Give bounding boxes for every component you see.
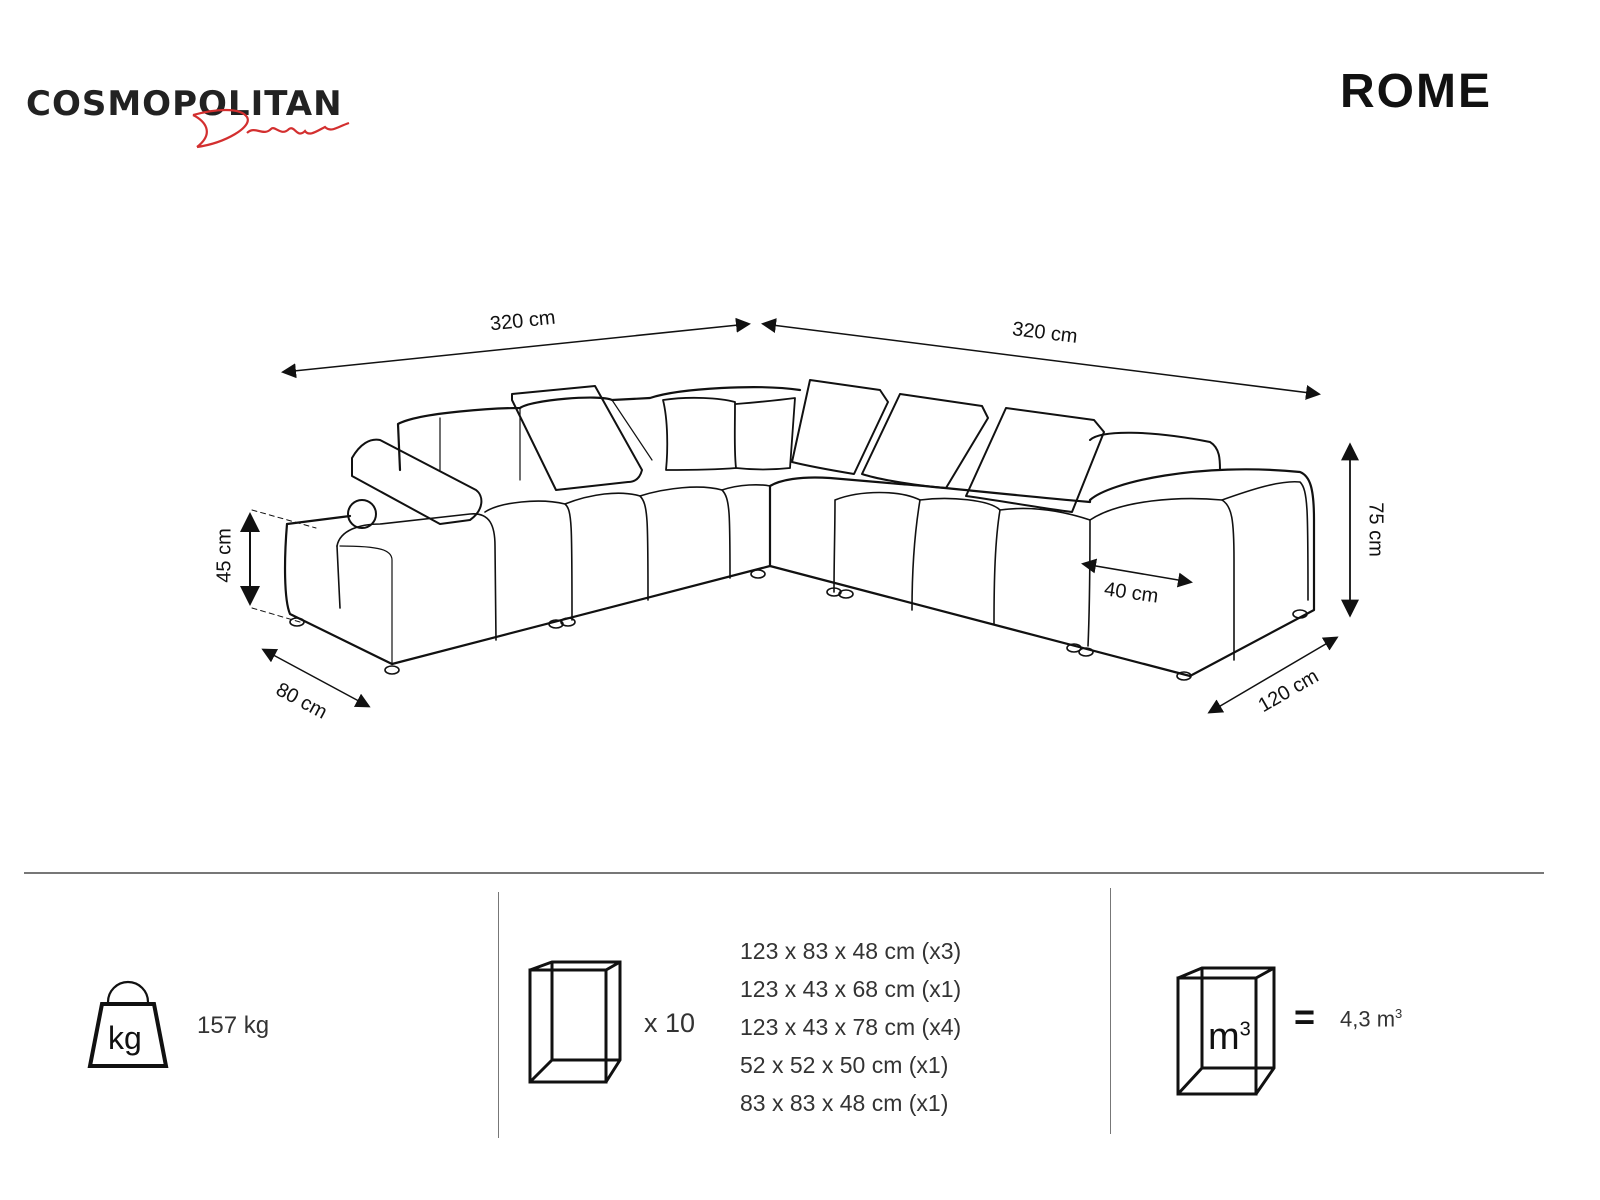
package-item: 123 x 43 x 68 cm (x1) <box>740 976 962 1002</box>
package-item: 83 x 83 x 48 cm (x1) <box>740 1090 949 1116</box>
weight-icon-label: kg <box>108 1020 142 1056</box>
dim-line-right-depth <box>1207 636 1339 714</box>
equals-sign: = <box>1294 996 1316 1037</box>
package-item: 123 x 83 x 48 cm (x3) <box>740 938 962 964</box>
weight-value: 157 kg <box>197 1012 270 1039</box>
column-divider-2 <box>1110 888 1111 1134</box>
volume-value: 4,3 m3 <box>1340 1006 1402 1032</box>
dim-line-armrest <box>1081 558 1193 588</box>
package-item: 52 x 52 x 50 cm (x1) <box>740 1052 949 1078</box>
volume-icon-sup: 3 <box>1239 1018 1251 1041</box>
volume-value-text: 4,3 m <box>1340 1006 1396 1032</box>
volume-value-sup: 3 <box>1395 1006 1403 1021</box>
brand-logo-text: COSMOPOLITAN <box>26 84 343 124</box>
section-divider <box>24 872 1544 874</box>
column-divider-1 <box>498 892 499 1138</box>
weight-kg-icon <box>87 980 169 1068</box>
brand-script-logo <box>192 108 350 149</box>
volume-box-icon <box>1176 966 1276 1096</box>
package-count: x 10 <box>644 1008 696 1038</box>
dim-line-left-width <box>281 317 751 379</box>
product-title: ROME <box>1340 65 1492 118</box>
sofa-diagram <box>240 317 1359 714</box>
package-item: 123 x 43 x 78 cm (x4) <box>740 1014 962 1040</box>
volume-icon-label: m3 <box>1208 1016 1251 1059</box>
dim-label-total-height: 75 cm <box>1364 502 1387 557</box>
dim-line-left-depth <box>261 648 371 708</box>
box-icon <box>528 960 622 1084</box>
volume-icon-unit: m <box>1208 1016 1240 1058</box>
dim-line-right-width <box>761 318 1321 400</box>
package-list: 123 x 83 x 48 cm (x3) 123 x 43 x 68 cm (… <box>740 932 961 1122</box>
dim-label-seat-height: 45 cm <box>213 528 236 583</box>
